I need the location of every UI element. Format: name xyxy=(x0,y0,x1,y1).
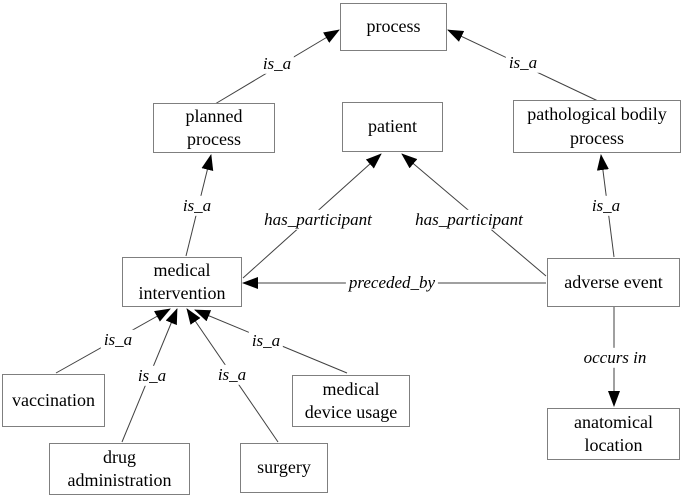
node-medical-device-usage: medical device usage xyxy=(292,375,410,427)
edge-label-is-a-adverse-event: is_a xyxy=(588,195,624,217)
node-medical-intervention: medical intervention xyxy=(122,257,242,307)
node-vaccination: vaccination xyxy=(2,374,105,427)
edge-label-has-participant-left: has_participant xyxy=(261,209,375,231)
node-planned-process: planned process xyxy=(153,103,275,153)
node-patient: patient xyxy=(342,102,443,152)
edge-label-is-a-drug-administration: is_a xyxy=(134,365,170,387)
edge-label-is-a-planned-process: is_a xyxy=(259,53,295,75)
edge-label-is-a-pathological: is_a xyxy=(505,52,541,74)
edge-label-occurs-in: occurs in xyxy=(580,347,650,369)
node-drug-administration: drug administration xyxy=(49,443,190,495)
edge-label-is-a-medical-device-usage: is_a xyxy=(248,330,284,352)
node-anatomical-location: anatomical location xyxy=(547,408,680,460)
edge-label-preceded-by: preceded_by xyxy=(345,272,439,294)
edge-label-has-participant-right: has_participant xyxy=(412,209,526,231)
edge-label-is-a-vaccination: is_a xyxy=(100,329,136,351)
edge-label-is-a-medical-intervention: is_a xyxy=(179,195,215,217)
edge-label-is-a-surgery: is_a xyxy=(214,364,250,386)
node-adverse-event: adverse event xyxy=(547,258,680,307)
node-process: process xyxy=(340,3,447,51)
node-surgery: surgery xyxy=(240,443,328,493)
node-pathological-bodily-process: pathological bodily process xyxy=(513,100,681,153)
